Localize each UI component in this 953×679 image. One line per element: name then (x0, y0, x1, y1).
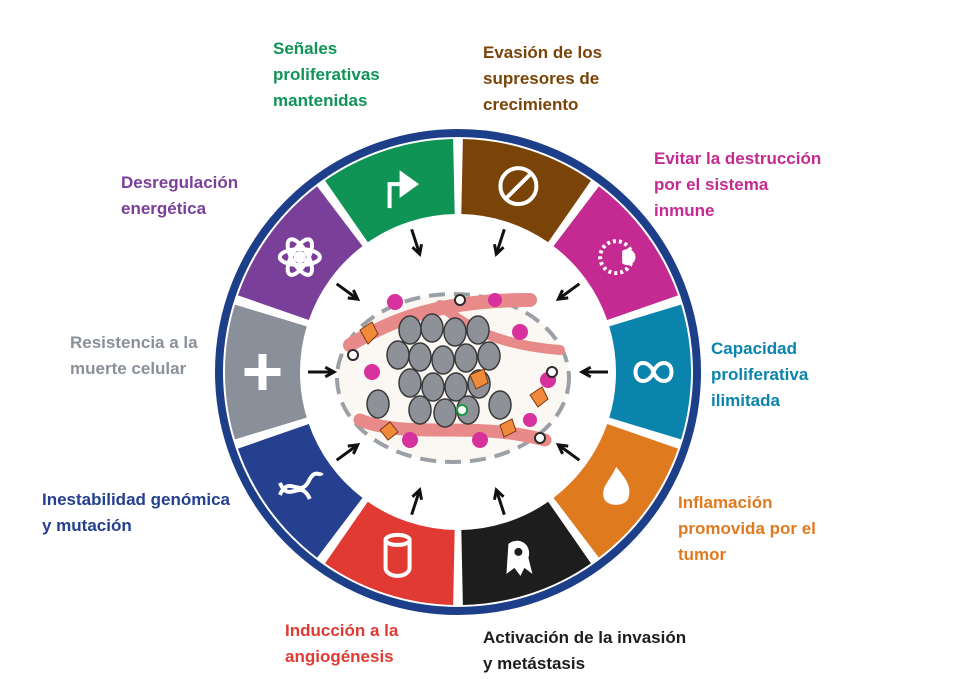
label-angiogenesis: Inducción a la angiogénesis (285, 621, 399, 666)
label-sustained-proliferative-signaling: Señales proliferativas mantenidas (273, 39, 380, 110)
arrow-head-icon (411, 486, 424, 501)
center-arrows (308, 228, 608, 516)
arrow-head-icon (347, 443, 361, 455)
inward-arrow (494, 228, 506, 255)
arrow-head-icon (411, 243, 424, 258)
hallmark-segments (224, 139, 691, 605)
cross-icon (244, 354, 281, 390)
arrow-head-icon (324, 365, 338, 379)
dna-icon (278, 471, 324, 500)
arrow-head-icon (347, 289, 361, 301)
inward-arrow (335, 282, 359, 301)
invasive-cell-icon (506, 540, 533, 576)
arrow-head-icon (492, 243, 505, 258)
infinity-icon (633, 361, 674, 383)
label-replicative-immortality: Capacidad proliferativa ilimitada (711, 339, 809, 410)
segment-no-entry (461, 139, 591, 243)
label-tumor-promoting-inflammation: Inflamación promovida por el tumor (678, 493, 816, 564)
arrow-head-icon (555, 289, 569, 301)
segment-infinity (609, 304, 691, 440)
inward-arrow (557, 282, 581, 301)
label-genome-instability: Inestabilidad genómica y mutación (42, 490, 230, 535)
tumor-illustration (335, 292, 571, 464)
immune-cell-icon (598, 239, 636, 276)
inward-arrow (494, 489, 506, 516)
atom-icon (277, 237, 322, 277)
label-evading-growth-suppressors: Evasión de los supresores de crecimiento (483, 43, 603, 114)
inward-arrow (410, 489, 422, 516)
label-invasion-metastasis: Activación de la invasión y metástasis (483, 628, 687, 673)
flame-icon (603, 466, 630, 505)
segment-vessel (325, 501, 455, 605)
arrow-head-icon (578, 365, 592, 379)
vessel-icon (383, 532, 412, 578)
label-deregulating-energetics: Desregulación energética (121, 173, 239, 218)
arrow-head-icon (555, 443, 569, 455)
arrow-head-icon (492, 486, 505, 501)
inward-arrow (557, 443, 581, 462)
segment-immune-cell (553, 186, 679, 321)
inward-arrow (335, 443, 359, 462)
label-avoiding-immune-destruction: Evitar la destrucción por el sistema inm… (654, 149, 822, 220)
inward-arrow (410, 228, 422, 255)
arrow-icon (387, 170, 420, 209)
no-entry-icon (498, 166, 539, 207)
label-resisting-cell-death: Resistencia a la muerte celular (70, 333, 198, 378)
